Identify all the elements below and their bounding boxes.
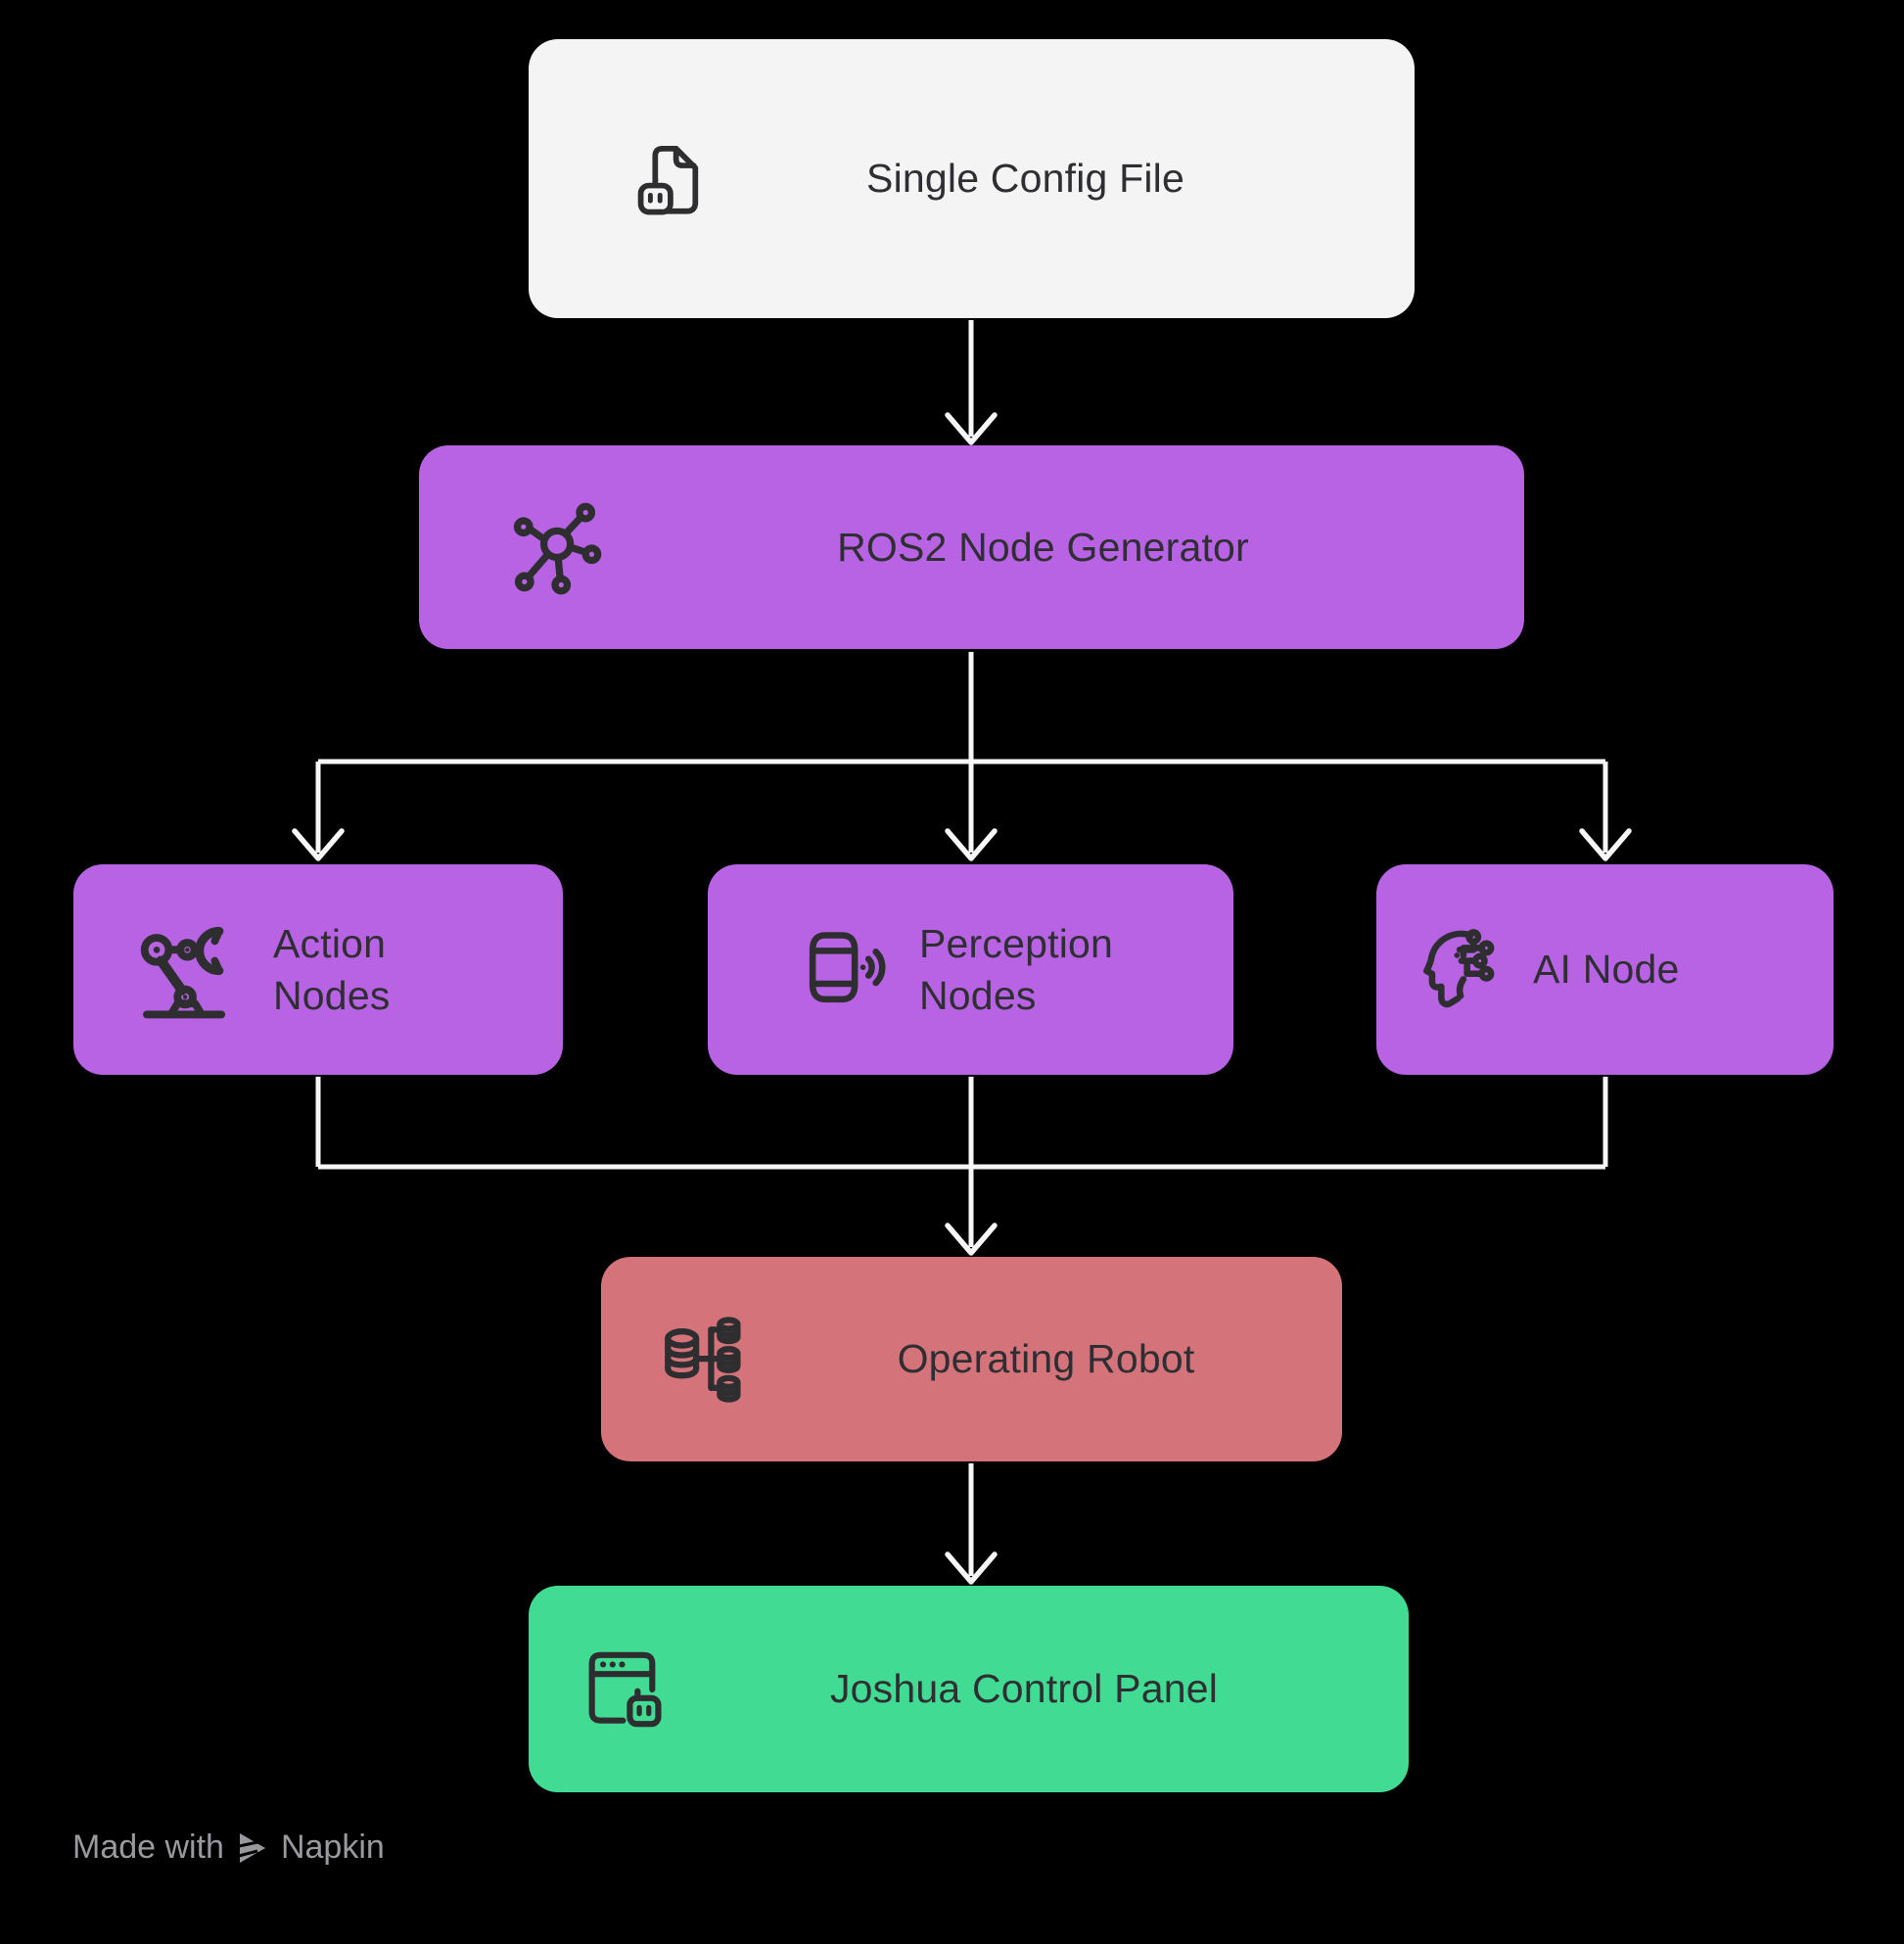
node-operating-robot: Operating Robot — [601, 1257, 1342, 1461]
node-label: Perception Nodes — [919, 921, 1114, 1018]
node-label: Joshua Control Panel — [829, 1666, 1219, 1712]
node-label: AI Node — [1533, 947, 1680, 993]
node-label: ROS2 Node Generator — [837, 524, 1249, 570]
node-action-nodes: Action Nodes — [73, 864, 563, 1075]
ai-head-icon — [1416, 922, 1508, 1018]
node-single-config-file: Single Config File — [529, 39, 1415, 318]
database-branch-icon — [662, 1314, 750, 1406]
napkin-logo-icon — [238, 1832, 267, 1864]
node-joshua-control-panel: Joshua Control Panel — [529, 1586, 1409, 1792]
node-label: Action Nodes — [273, 921, 391, 1018]
watermark-made-with-text: Made with — [72, 1828, 224, 1866]
node-ros2-node-generator: ROS2 Node Generator — [419, 445, 1524, 649]
robot-arm-icon — [138, 920, 248, 1019]
browser-robot-icon — [582, 1644, 669, 1735]
watermark: Made with Napkin — [72, 1828, 385, 1867]
network-hub-icon — [504, 496, 606, 598]
node-perception-nodes: Perception Nodes — [708, 864, 1233, 1075]
watermark-brand-text: Napkin — [280, 1828, 385, 1866]
node-ai-node: AI Node — [1376, 864, 1834, 1075]
node-label: Single Config File — [866, 156, 1184, 202]
node-label: Operating Robot — [897, 1336, 1195, 1382]
sensor-signal-icon — [796, 928, 890, 1012]
file-robot-icon — [634, 137, 715, 221]
